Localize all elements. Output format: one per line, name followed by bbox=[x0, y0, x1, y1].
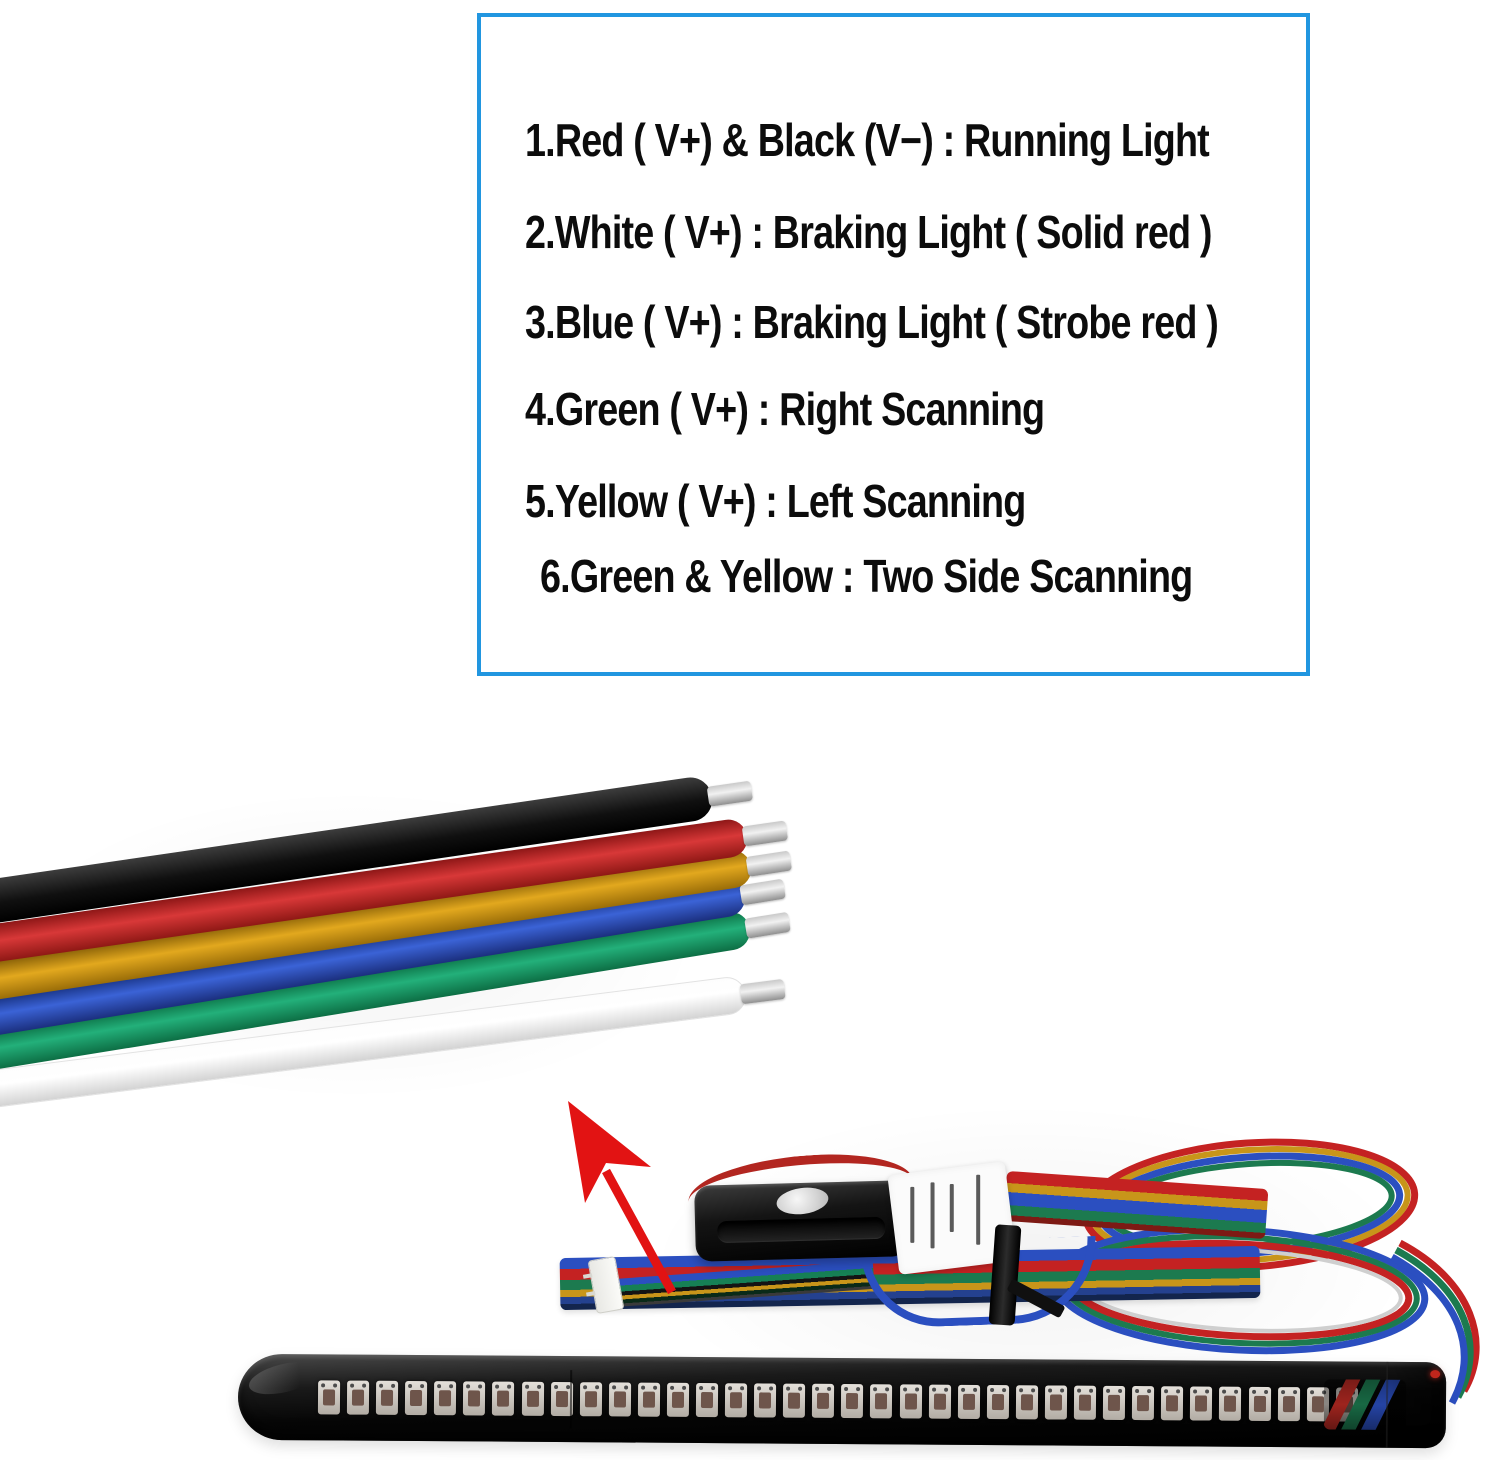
led-chip bbox=[492, 1381, 515, 1416]
led-chip bbox=[870, 1384, 893, 1419]
led-chip bbox=[1102, 1385, 1126, 1420]
wiring-instructions-panel: 1.Red ( V+) & Black (V−) : Running Light… bbox=[477, 13, 1310, 676]
instruction-line-2: 2.White ( V+) : Braking Light ( Solid re… bbox=[525, 206, 1212, 258]
led-chip bbox=[1161, 1386, 1184, 1421]
wire-tip bbox=[744, 911, 791, 939]
wire-tip bbox=[741, 820, 789, 847]
strip-seam bbox=[569, 1370, 573, 1429]
led-chip bbox=[695, 1382, 719, 1418]
led-chip bbox=[1248, 1386, 1271, 1421]
instruction-line-6: 6.Green & Yellow : Two Side Scanning bbox=[540, 550, 1193, 602]
red-arrow-icon bbox=[568, 1101, 676, 1295]
instruction-line-5: 5.Yellow ( V+) : Left Scanning bbox=[525, 475, 1026, 527]
led-chip bbox=[957, 1384, 980, 1419]
led-chip-row bbox=[317, 1376, 1358, 1425]
led-chip bbox=[608, 1382, 631, 1417]
led-chip bbox=[986, 1385, 1009, 1420]
led-chip bbox=[1015, 1385, 1038, 1420]
led-chip bbox=[841, 1383, 864, 1419]
led-chip bbox=[724, 1383, 748, 1418]
red-led-glint bbox=[1430, 1370, 1441, 1379]
instruction-line-1: 1.Red ( V+) & Black (V−) : Running Light bbox=[525, 114, 1210, 166]
wire-tip bbox=[745, 850, 793, 877]
led-chip bbox=[1219, 1386, 1242, 1421]
led-chip bbox=[783, 1383, 806, 1418]
led-chip bbox=[1132, 1386, 1155, 1421]
led-chip bbox=[928, 1384, 951, 1419]
led-chip bbox=[376, 1380, 399, 1415]
wire-tip bbox=[739, 978, 786, 1005]
instruction-line-3: 3.Blue ( V+) : Braking Light ( Strobe re… bbox=[525, 296, 1219, 348]
led-chip bbox=[666, 1382, 690, 1417]
instruction-line-4: 4.Green ( V+) : Right Scanning bbox=[525, 383, 1045, 435]
led-chip bbox=[579, 1382, 602, 1417]
led-chip bbox=[521, 1381, 544, 1416]
led-chip bbox=[317, 1380, 341, 1415]
led-chip bbox=[812, 1383, 835, 1418]
wire-tip bbox=[706, 780, 754, 807]
led-chip bbox=[346, 1380, 370, 1415]
led-chip bbox=[1190, 1386, 1213, 1421]
led-chip bbox=[637, 1382, 660, 1417]
led-strip-bar bbox=[237, 1353, 1447, 1449]
led-chip bbox=[434, 1381, 457, 1416]
led-chip bbox=[463, 1381, 486, 1416]
led-chip bbox=[1073, 1385, 1097, 1420]
led-chip bbox=[1044, 1385, 1068, 1420]
wire-tip bbox=[739, 878, 786, 906]
led-chip bbox=[1277, 1387, 1300, 1422]
led-chip bbox=[899, 1384, 922, 1419]
led-chip bbox=[405, 1380, 428, 1416]
led-chip bbox=[754, 1383, 777, 1418]
